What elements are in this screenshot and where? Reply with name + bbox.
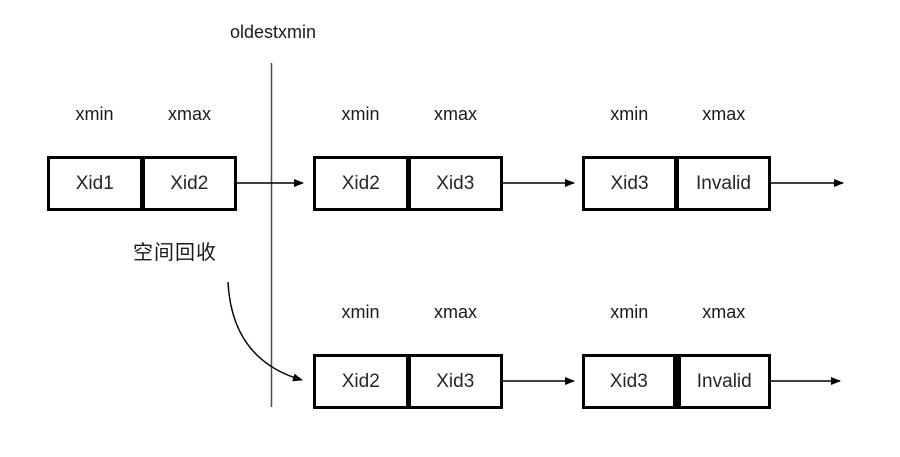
tuple-cells: Xid3 Invalid bbox=[582, 156, 771, 211]
tuple-headers: xmin xmax bbox=[582, 302, 771, 322]
xmax-header: xmax bbox=[702, 302, 746, 322]
xmin-header: xmin bbox=[75, 104, 114, 124]
tuple-cells: Xid2 Xid3 bbox=[313, 354, 503, 409]
tuple-box: xmin xmax Xid1 Xid2 bbox=[47, 104, 237, 211]
xmin-header: xmin bbox=[341, 104, 380, 124]
tuple-box: xmin xmax Xid2 Xid3 bbox=[313, 104, 503, 211]
tuple-cells: Xid3 Invalid bbox=[582, 354, 771, 409]
xmin-cell: Xid1 bbox=[75, 172, 114, 194]
tuple-headers: xmin xmax bbox=[47, 104, 237, 124]
xmax-cell: Xid3 bbox=[405, 159, 501, 208]
tuple-box: xmin xmax Xid3 Invalid bbox=[582, 104, 771, 211]
tuple-cells: Xid2 Xid3 bbox=[313, 156, 503, 211]
tuple-cells: Xid1 Xid2 bbox=[47, 156, 237, 211]
tuple-headers: xmin xmax bbox=[313, 302, 503, 322]
xmin-header: xmin bbox=[341, 302, 380, 322]
xmax-header: xmax bbox=[433, 302, 477, 322]
xmax-cell: Xid3 bbox=[405, 357, 501, 406]
xmax-header: xmax bbox=[433, 104, 477, 124]
oldestxmin-label: oldestxmin bbox=[229, 22, 317, 42]
xmin-header: xmin bbox=[610, 302, 649, 322]
tuple-headers: xmin xmax bbox=[313, 104, 503, 124]
xmin-cell: Xid2 bbox=[341, 370, 380, 392]
xmax-header: xmax bbox=[167, 104, 211, 124]
xmin-cell: Xid3 bbox=[610, 172, 649, 194]
space-reclaim-arrow bbox=[227, 281, 303, 382]
xmin-cell: Xid3 bbox=[609, 370, 648, 392]
tuple-headers: xmin xmax bbox=[582, 104, 771, 124]
xmax-cell: Invalid bbox=[672, 357, 769, 406]
tuple-box: xmin xmax Xid2 Xid3 bbox=[313, 302, 503, 409]
tuple-box: xmin xmax Xid3 Invalid bbox=[582, 302, 771, 409]
xmin-header: xmin bbox=[610, 104, 649, 124]
xmax-cell: Invalid bbox=[674, 159, 768, 208]
xmin-cell: Xid2 bbox=[341, 172, 380, 194]
xmax-cell: Xid2 bbox=[139, 159, 235, 208]
xmax-header: xmax bbox=[702, 104, 746, 124]
space-reclaim-label: 空间回收 bbox=[133, 242, 217, 264]
